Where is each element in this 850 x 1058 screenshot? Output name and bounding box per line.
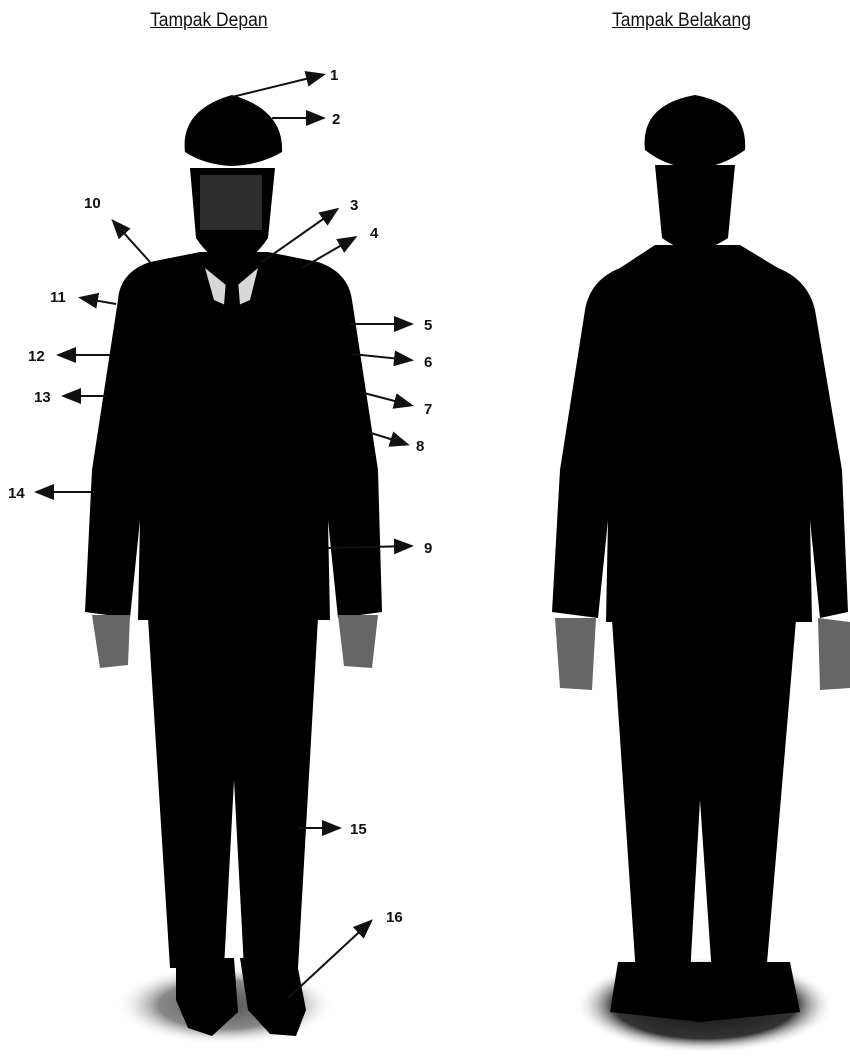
callout-2: 2 (332, 111, 340, 128)
callout-1: 1 (330, 67, 338, 84)
callout-10: 10 (84, 195, 101, 212)
back-jacket (552, 245, 848, 622)
callout-6: 6 (424, 354, 432, 371)
back-figure (552, 95, 850, 1053)
callout-9: 9 (424, 540, 432, 557)
callout-14: 14 (8, 485, 25, 502)
back-left-hand (555, 618, 596, 690)
front-figure (85, 95, 382, 1045)
back-trousers (612, 620, 796, 975)
callout-11: 11 (50, 289, 66, 306)
arrow-11 (82, 298, 116, 304)
front-left-hand (92, 615, 130, 668)
arrow-1 (232, 75, 322, 97)
back-cap (645, 95, 746, 168)
front-right-hand (338, 615, 378, 668)
front-cap (185, 95, 283, 166)
arrow-16 (288, 922, 370, 998)
callout-7: 7 (424, 401, 432, 418)
arrow-4 (302, 238, 354, 268)
callout-3: 3 (350, 197, 358, 214)
callout-13: 13 (34, 389, 51, 406)
arrow-10 (114, 222, 150, 262)
back-head (655, 165, 735, 250)
front-trousers (148, 618, 318, 968)
callout-15: 15 (350, 821, 367, 838)
callout-16: 16 (386, 909, 403, 926)
callout-12: 12 (28, 348, 45, 365)
callout-5: 5 (424, 317, 432, 334)
callout-4: 4 (370, 225, 379, 242)
back-shoes (610, 962, 800, 1022)
back-right-hand (818, 618, 850, 690)
callout-8: 8 (416, 438, 424, 455)
